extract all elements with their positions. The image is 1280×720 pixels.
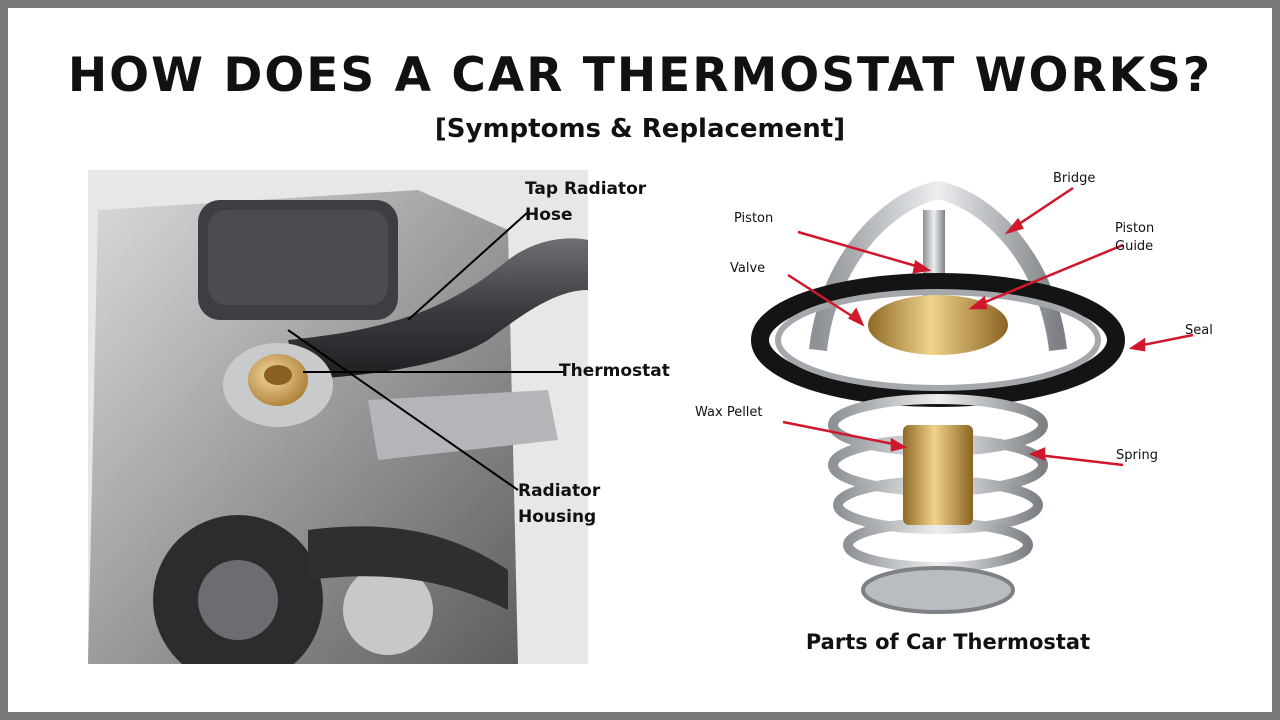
label-tap-radiator-hose: Tap Radiator Hose	[525, 179, 647, 225]
label-piston-guide: Piston Guide	[1115, 221, 1155, 254]
page-subtitle: [Symptoms & Replacement]	[434, 114, 846, 144]
page-title: HOW DOES A CAR THERMOSTAT WORKS?	[67, 48, 1213, 103]
label-spring: Spring	[1116, 448, 1158, 463]
label-seal: Seal	[1185, 323, 1213, 338]
engine-illustration	[88, 170, 588, 664]
label-thermostat: Thermostat	[559, 361, 670, 381]
label-wax-pellet: Wax Pellet	[695, 405, 763, 420]
thermostat-parts-illustration	[751, 180, 1194, 614]
label-radiator-housing: Radiator Housing	[518, 481, 601, 527]
thermostat-caption: Parts of Car Thermostat	[805, 630, 1091, 654]
label-bridge: Bridge	[1053, 171, 1096, 186]
page-frame: HOW DOES A CAR THERMOSTAT WORKS? [Sympto…	[8, 8, 1272, 712]
label-piston: Piston	[734, 211, 774, 226]
label-valve: Valve	[730, 261, 766, 276]
